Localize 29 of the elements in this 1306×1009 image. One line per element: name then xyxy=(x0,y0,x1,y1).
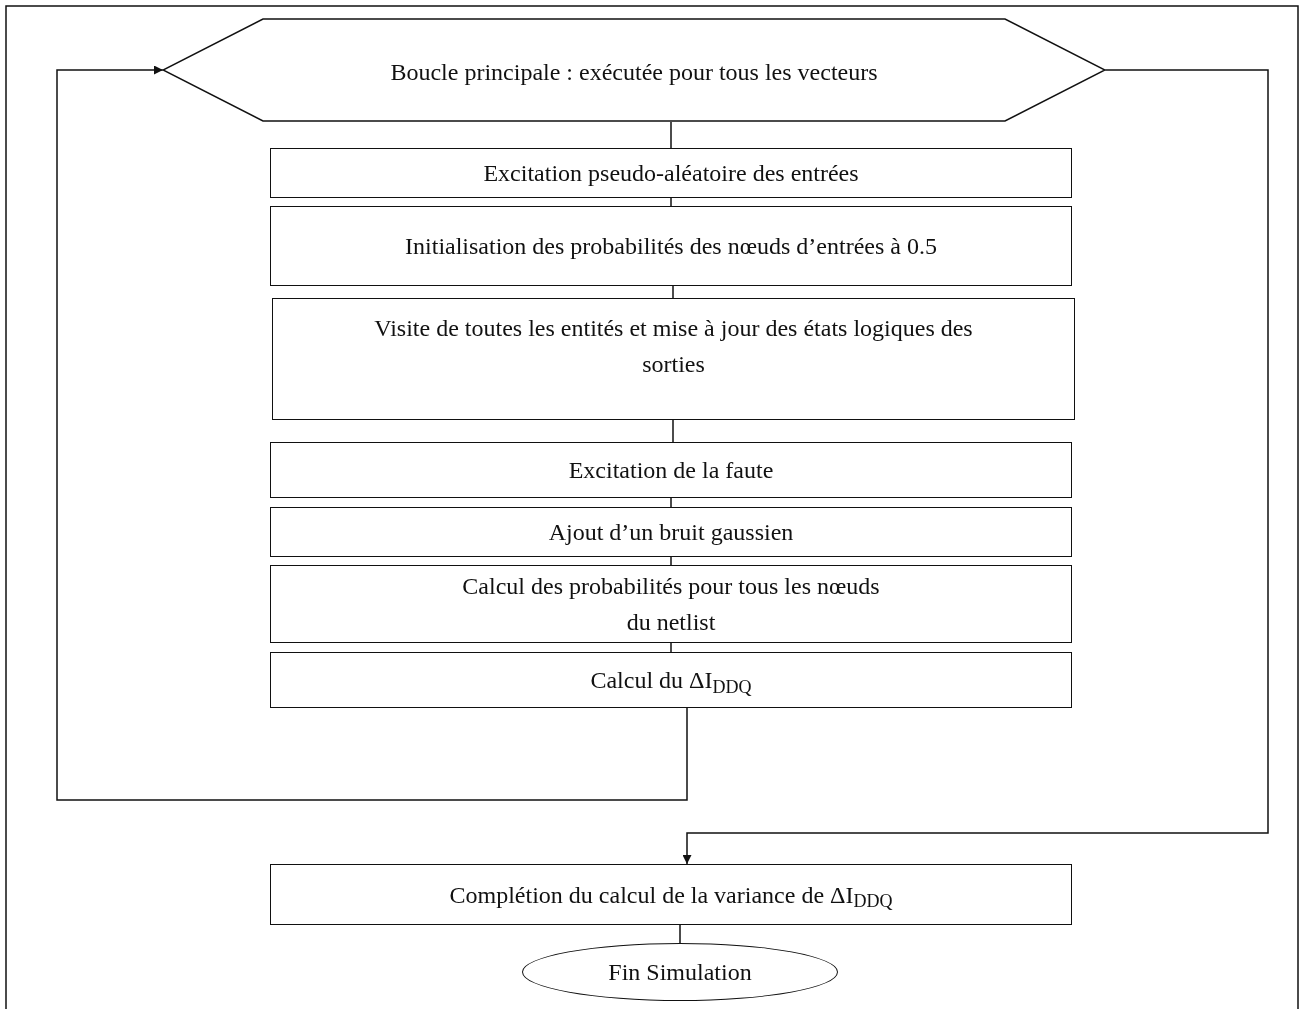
loop-hexagon xyxy=(163,18,1105,122)
process-box xyxy=(270,148,1072,198)
arrow xyxy=(682,69,1269,865)
connector-line xyxy=(679,924,681,944)
step-text: Ajout d’un bruit gaussien xyxy=(548,518,794,547)
step-text: Calcul du ΔI$_{DDQ}$ xyxy=(590,666,752,698)
process-box xyxy=(270,442,1072,498)
step-text: Visite de toutes les entités et mise à jour des états logiques des sorties xyxy=(373,314,974,379)
step-text: Initialisation des probabilités des nœuds d’entrées à 0.5 xyxy=(405,232,937,261)
arrow xyxy=(56,65,688,801)
step-text: Excitation de la faute xyxy=(568,456,774,485)
step-text: Boucle principale : exécutée pour tous les vecteurs xyxy=(390,58,878,87)
connector-line xyxy=(670,497,672,508)
connector-line xyxy=(672,419,674,443)
process-box xyxy=(270,864,1072,925)
connector-line xyxy=(670,197,672,207)
process-box xyxy=(270,206,1072,286)
connector-line xyxy=(670,556,672,566)
process-box xyxy=(270,652,1072,708)
process-box xyxy=(272,298,1075,420)
step-text: Excitation pseudo-aléatoire des entrées xyxy=(483,159,859,188)
connector-line xyxy=(670,642,672,653)
connector-line xyxy=(670,121,672,149)
process-box xyxy=(270,507,1072,557)
step-text: Calcul des probabilités pour tous les nœuds du netlist xyxy=(461,572,881,637)
step-text: Fin Simulation xyxy=(608,958,752,987)
step-text: Complétion du calcul de la variance de ΔI$_{DDQ}$ xyxy=(449,880,893,913)
connector-line xyxy=(672,285,674,299)
process-box xyxy=(270,565,1072,643)
